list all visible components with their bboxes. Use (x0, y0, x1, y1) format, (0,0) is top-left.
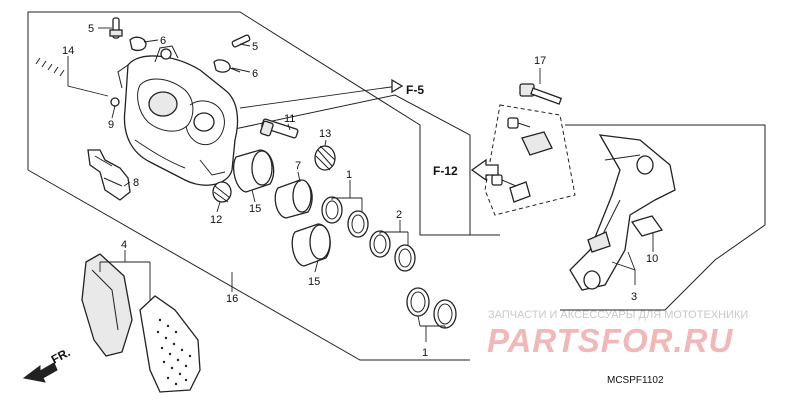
callout-1-lower: 1 (422, 347, 428, 359)
seal-kit-frame (229, 94, 471, 235)
caliper-body (117, 45, 239, 186)
piston-seal-lower-a (406, 287, 430, 317)
callout-2: 2 (396, 209, 402, 221)
callout-13: 13 (319, 128, 331, 140)
leader-lines (67, 27, 654, 342)
callout-10: 10 (646, 253, 658, 265)
brake-pad-front (139, 295, 201, 393)
piston-seal-upper-b (347, 210, 369, 238)
callout-12: 12 (210, 214, 222, 226)
callout-15-lower: 15 (308, 276, 320, 288)
small-bolt-lower (491, 174, 517, 187)
callout-4: 4 (121, 239, 127, 251)
callout-1-upper: 1 (346, 169, 352, 181)
watermark-logo: PARTSFOR.RU (487, 322, 733, 359)
ref-arrow-f12 (470, 158, 499, 182)
bracket-boot (587, 231, 611, 253)
callout-6-right: 6 (252, 68, 258, 80)
front-arrow-icon (22, 362, 58, 383)
pad-pin (35, 57, 109, 98)
diagram-code: MCSPF1102 (607, 375, 664, 386)
watermark-tagline: ЗАПЧАСТИ И АКСЕССУАРЫ ДЛЯ МОТОТЕХНИКИ (488, 309, 748, 321)
callout-3: 3 (631, 291, 637, 303)
bleeder-cap-right (213, 59, 241, 73)
pin-boot-13 (314, 145, 336, 171)
callout-9: 9 (108, 119, 114, 131)
caliper-bracket (569, 134, 676, 291)
piston-seal-lower-b (433, 299, 457, 329)
dust-seal-a (369, 230, 391, 258)
slide-pin (259, 118, 299, 139)
callout-5-right: 5 (252, 41, 258, 53)
ref-arrow-f5 (239, 78, 404, 109)
callout-7: 7 (295, 160, 301, 172)
callout-17: 17 (534, 55, 546, 67)
bleeder-screw-right (231, 34, 251, 48)
callout-5-left: 5 (88, 23, 94, 35)
callout-15-upper: 15 (249, 203, 261, 215)
bracket-frame-3 (560, 124, 766, 311)
callout-11: 11 (284, 113, 295, 125)
brake-pad-rear (81, 253, 133, 357)
pin-plug (110, 97, 120, 107)
ref-label-f12: F-12 (433, 164, 458, 178)
piston-lower (291, 223, 331, 267)
bleeder-screw-left (109, 17, 123, 39)
callout-8: 8 (133, 177, 139, 189)
piston-upper (232, 149, 275, 193)
ref-label-f5: F-5 (406, 83, 424, 97)
retainer-clip-upper (521, 131, 553, 156)
kit-frame-16-lower (27, 169, 470, 361)
callout-6-left: 6 (160, 35, 166, 47)
bracket-bolt-subframe (484, 104, 576, 216)
pin-boot-12 (212, 181, 232, 203)
kit-frame-16 (27, 11, 500, 236)
pad-retainer (630, 215, 664, 237)
piston-seal-upper-a (321, 196, 343, 224)
bracket-bolt (519, 83, 563, 105)
callout-16: 16 (226, 293, 238, 305)
callout-14: 14 (62, 45, 74, 57)
small-bolt-upper (507, 117, 531, 129)
piston-middle (274, 179, 313, 219)
bleeder-cap-left (129, 36, 147, 51)
dust-seal-b (394, 244, 416, 272)
pad-spring (87, 149, 131, 201)
retainer-clip-lower (509, 181, 531, 203)
